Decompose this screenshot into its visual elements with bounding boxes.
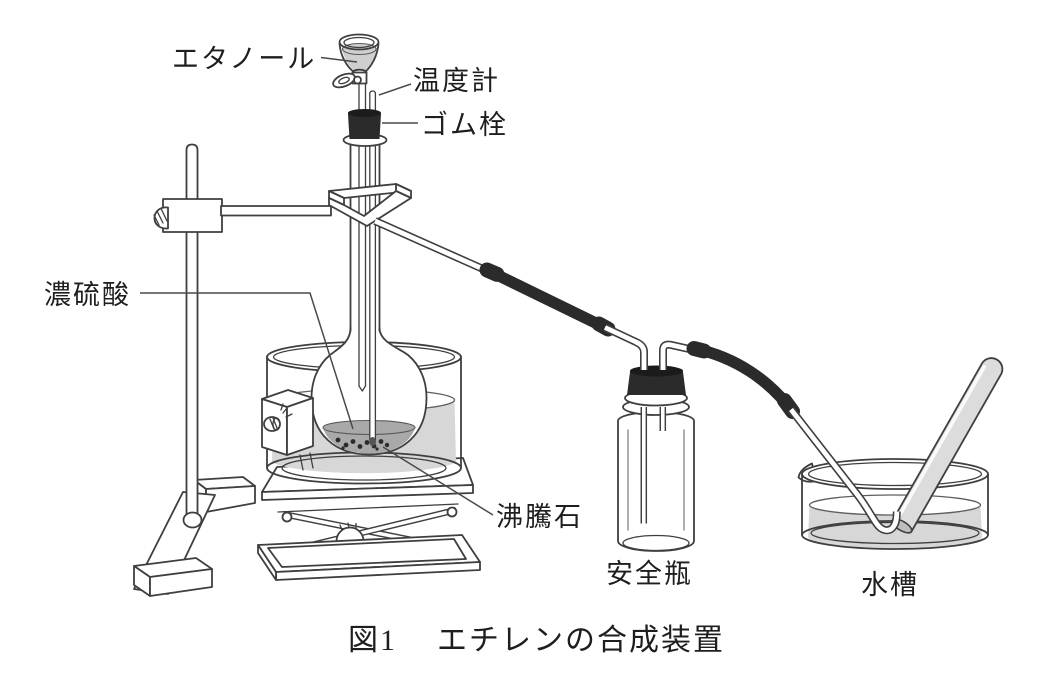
stopcock-handle — [332, 72, 356, 89]
rubber-tube-1 — [479, 262, 616, 337]
label-water-tank: 水槽 — [861, 570, 919, 600]
water-tank — [797, 458, 989, 550]
delivery-tube-2 — [787, 407, 901, 535]
thermometer-bulb — [369, 437, 376, 446]
delivery-tube-1 — [373, 217, 616, 337]
label-sulfuric-acid: 濃硫酸 — [44, 280, 131, 310]
rubber-stopper — [348, 109, 381, 139]
support-arm — [220, 205, 332, 217]
distilling-flask — [310, 139, 428, 456]
thermometer — [369, 90, 377, 446]
rubber-tube-2 — [686, 341, 800, 419]
flask-clamp — [328, 183, 412, 227]
indicator-rays — [280, 403, 293, 418]
figure-caption: 図1 エチレンの合成装置 — [348, 624, 725, 657]
labels: エタノール 温度計 ゴム栓 濃硫酸 沸騰石 安全瓶 水槽 — [44, 44, 919, 600]
dropping-funnel — [332, 33, 380, 89]
label-thermometer: 温度計 — [413, 66, 500, 96]
caption-title: エチレンの合成装置 — [437, 624, 725, 657]
stand-rod — [185, 143, 199, 524]
caption-number: 図1 — [348, 624, 397, 657]
label-rubber-stopper: ゴム栓 — [421, 110, 508, 140]
bottle-rubber-stopper — [627, 365, 686, 395]
bosshead-clamp — [153, 198, 223, 233]
label-safety-bottle: 安全瓶 — [606, 559, 693, 589]
safety-bottle — [603, 323, 697, 552]
rod-collar — [182, 511, 203, 529]
heater-controller — [261, 389, 314, 471]
label-boiling-stone: 沸騰石 — [496, 502, 583, 532]
label-ethanol: エタノール — [172, 44, 316, 74]
boiling-stones — [335, 437, 390, 451]
lab-jack — [257, 457, 481, 581]
test-tube — [891, 357, 1004, 534]
retort-stand — [133, 143, 332, 597]
heater-knob — [263, 416, 281, 432]
